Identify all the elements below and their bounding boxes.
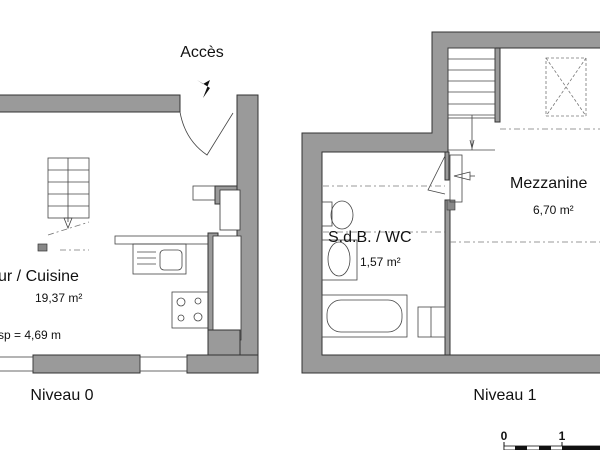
room-name: ur / Cuisine — [0, 268, 79, 285]
bathroom-door — [427, 155, 446, 195]
bathroom-name: S.d.B. / WC — [328, 229, 412, 246]
mezzanine-name: Mezzanine — [510, 175, 587, 192]
bottom-wall — [186, 354, 259, 374]
level-0-label: Niveau 0 — [30, 387, 93, 404]
window — [139, 356, 188, 372]
kitchen — [114, 185, 242, 356]
bottom-wall — [32, 354, 141, 374]
top-wall — [0, 94, 181, 113]
access-arrow-icon — [197, 80, 210, 98]
entry-door — [179, 111, 234, 156]
staircase — [447, 47, 496, 151]
level-1-label: Niveau 1 — [473, 387, 536, 404]
level-1-plan: S.d.B. / WC 1,57 m² Mezzanine 6,70 m² Ni… — [301, 31, 600, 404]
room-area: 19,37 m² — [35, 291, 82, 305]
access-label: Accès — [180, 44, 224, 61]
window — [0, 356, 34, 372]
scale-bar: 0 1 — [501, 429, 600, 450]
bathroom-area: 1,57 m² — [360, 255, 401, 269]
partition-wall — [444, 199, 451, 356]
bathroom-fixtures — [321, 200, 446, 338]
mezzanine-area: 6,70 m² — [533, 203, 574, 217]
level-0-plan: Accès ur / Cuisine 19,37 m² sp = 4,69 m … — [0, 44, 259, 404]
scale-end: 1 — [559, 429, 566, 443]
room-extra: sp = 4,69 m — [0, 328, 61, 342]
staircase — [37, 157, 90, 252]
skylight — [545, 57, 587, 117]
scale-start: 0 — [501, 429, 508, 443]
